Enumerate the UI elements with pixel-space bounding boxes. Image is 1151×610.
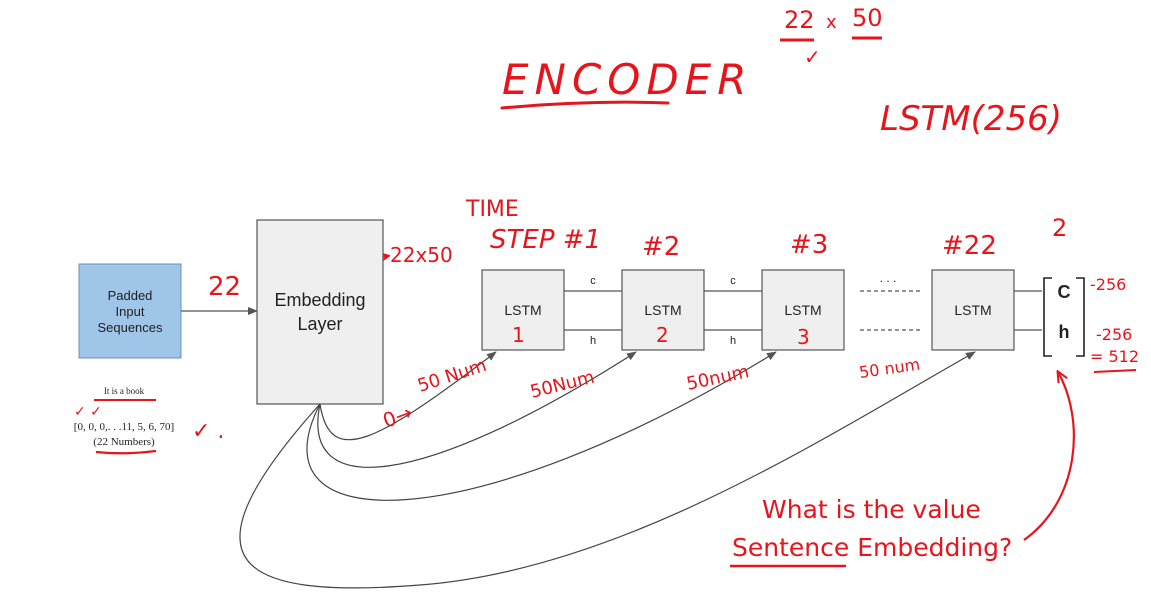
example-count: (22 Numbers) <box>93 436 155 448</box>
lstm-cell-22-label: LSTM <box>954 302 991 318</box>
num-2: 50Num <box>528 367 596 403</box>
step-3-label: #3 <box>790 230 828 260</box>
num-3: 50num <box>685 361 751 395</box>
state-bracket-left <box>1043 277 1052 357</box>
lstm-cell-22: LSTM <box>931 269 1015 351</box>
lstm-index-1: 1 <box>512 323 525 347</box>
dims-times: x <box>826 12 837 33</box>
check-right: ✓ . <box>192 419 224 444</box>
input-length: 22 <box>208 272 241 302</box>
embedding-line1: Embedding <box>274 290 365 310</box>
state-h: h <box>1059 322 1070 342</box>
example-sequence: [0, 0, 0,. . .11, 5, 6, 70] <box>74 421 174 433</box>
c-size: -256 <box>1090 275 1126 294</box>
state-connectors <box>564 290 1042 331</box>
input-box-line1: Padded <box>108 288 153 303</box>
lstm-index-3: 3 <box>797 325 810 349</box>
total-size: = 512 <box>1090 347 1139 366</box>
input-box-line3: Sequences <box>97 320 163 335</box>
state-c: C <box>1058 282 1071 302</box>
example-count-underline <box>95 449 157 455</box>
total-underline <box>1093 369 1137 373</box>
step-22-label: #22 <box>942 231 997 261</box>
example-sentence: It is a book <box>104 386 145 396</box>
lstm-index-2: 2 <box>656 323 669 347</box>
embedding-layer-box <box>256 219 384 405</box>
encoder-title-underline <box>500 100 670 110</box>
question-arrow <box>1023 372 1075 541</box>
dims-check: ✓ <box>804 45 821 69</box>
h-label-1: h <box>590 335 596 347</box>
lstm-cell-2-label: LSTM <box>644 302 681 318</box>
question-line2: Sentence Embedding? <box>732 533 1012 562</box>
dims-top-left: 22 <box>784 6 815 34</box>
input-box-line2: Input <box>116 304 145 319</box>
check-marks: ✓ ✓ <box>74 404 102 420</box>
encoder-title: ENCODER <box>502 55 752 104</box>
lstm-units: LSTM(256) <box>880 99 1062 139</box>
embedding-line2: Layer <box>297 314 342 334</box>
lstm-cell-3: LSTM <box>761 269 845 351</box>
lstm-cell-3-label: LSTM <box>784 302 821 318</box>
question-line1: What is the value <box>762 495 981 524</box>
input-box <box>78 263 182 359</box>
num-22: 50 num <box>858 355 921 382</box>
time-step-line2: STEP #1 <box>490 225 601 255</box>
lstm-cell-1-label: LSTM <box>504 302 541 318</box>
num-1: 50 Num <box>415 355 489 397</box>
dims-top-right: 50 <box>852 4 883 32</box>
step-2-label: #2 <box>642 232 680 262</box>
embedding-curves <box>239 351 976 589</box>
final-two-label: 2 <box>1052 214 1067 242</box>
lstm-cell-2: LSTM <box>621 269 705 351</box>
zero-arrow: 0→ <box>380 400 416 433</box>
c-label-2: c <box>730 275 736 287</box>
time-step-line1: TIME <box>465 197 519 222</box>
dims-22x50: 22x50 <box>390 243 453 267</box>
lstm-cell-1: LSTM <box>481 269 565 351</box>
c-label-1: c <box>590 275 596 287</box>
h-label-2: h <box>730 335 736 347</box>
h-size: -256 <box>1096 325 1132 344</box>
dots-top: . . . <box>880 271 897 285</box>
state-bracket-right <box>1076 277 1085 357</box>
